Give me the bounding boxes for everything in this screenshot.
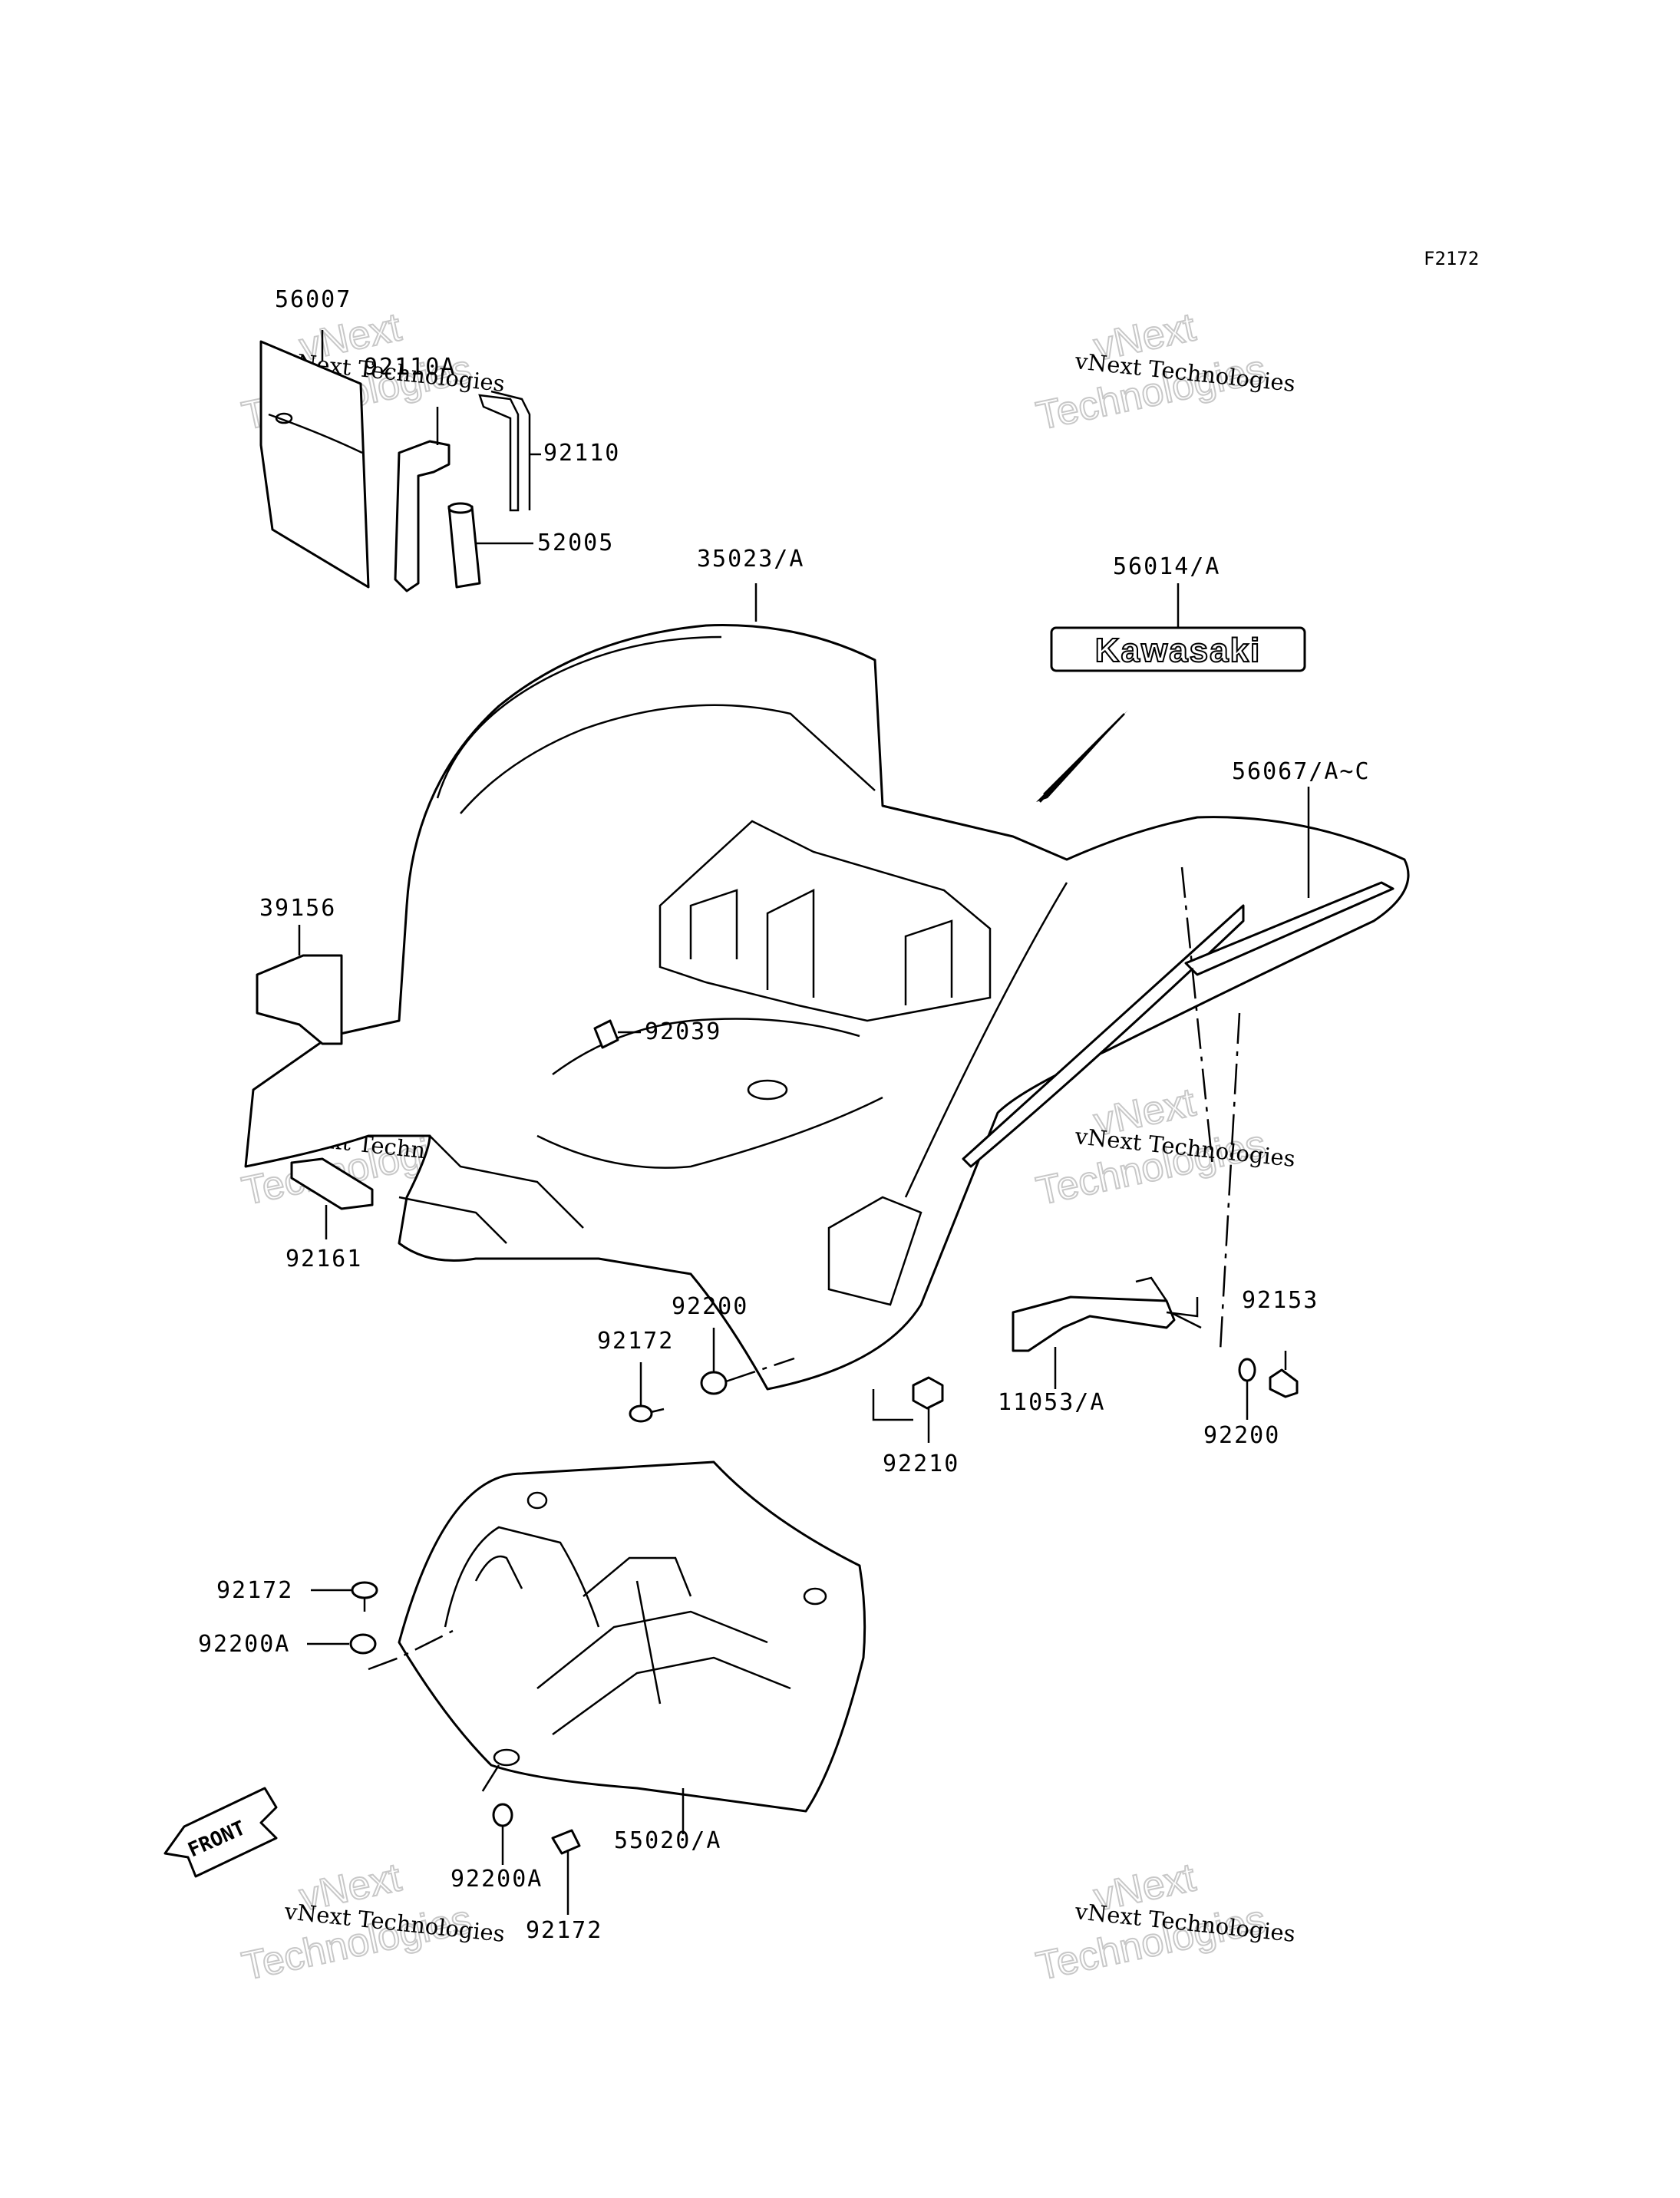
label-92110: 92110 [543, 440, 620, 467]
collar-92200A-left [307, 1629, 454, 1671]
tool-bag-56007 [259, 330, 370, 589]
nut-92210 [872, 1376, 944, 1443]
label-92200A-bottom: 92200A [451, 1866, 543, 1893]
kawasaki-badge-56014: Kawasaki [1036, 583, 1306, 803]
label-92039: 92039 [645, 1018, 721, 1045]
label-92110A: 92110A [364, 354, 456, 381]
collar-92200-mid [700, 1328, 795, 1395]
label-92200-right: 92200 [1203, 1422, 1280, 1449]
collar-92200A-bottom [492, 1803, 513, 1865]
label-56014: 56014/A [1113, 553, 1220, 580]
bolt-92172-mid [629, 1362, 665, 1423]
label-35023: 35023/A [697, 546, 804, 573]
watermark-mid-right: vNext Technologies vNext Technologies [1031, 1079, 1296, 1214]
kawasaki-text: Kawasaki [1095, 632, 1262, 669]
label-92200A-left: 92200A [198, 1631, 290, 1658]
watermark-bottom-right: vNext Technologies vNext Technologies [1031, 1854, 1296, 1989]
label-52005: 52005 [537, 530, 614, 556]
guide-line [1219, 1012, 1241, 1351]
bolt-92172-left [311, 1581, 378, 1612]
pad-39156 [256, 925, 343, 1045]
label-11053: 11053/A [998, 1389, 1105, 1416]
bolt-92172-bottom [551, 1829, 581, 1915]
label-92153: 92153 [1242, 1287, 1319, 1314]
label-92161: 92161 [286, 1246, 362, 1272]
label-39156: 39156 [259, 895, 336, 922]
bracket-11053 [1012, 1276, 1199, 1389]
label-56067: 56067/A~C [1232, 758, 1371, 785]
part-labels: 56007 92110A 92110 52005 35023/A 56014/A… [198, 286, 1371, 1944]
label-92200-mid: 92200 [672, 1293, 748, 1320]
label-92172-left: 92172 [216, 1577, 293, 1604]
watermark-top-right: vNext Technologies vNext Technologies [1031, 304, 1296, 439]
guide-line [1170, 1311, 1202, 1329]
collar-92200-right [1238, 1358, 1256, 1420]
label-92172-bottom: 92172 [526, 1917, 602, 1944]
label-92172-mid: 92172 [597, 1328, 674, 1355]
rear-fender-35023 [244, 583, 1410, 1391]
stripe-decal-56067 [962, 787, 1394, 1168]
wrench-92110A [394, 407, 451, 592]
label-55020: 55020/A [614, 1827, 721, 1854]
label-56007: 56007 [275, 286, 352, 313]
front-arrow: FRONT [163, 1787, 278, 1878]
mud-guard-55020 [398, 1460, 866, 1834]
screw-92039 [593, 1019, 641, 1049]
plug-52005 [447, 502, 533, 589]
wrench-92110 [478, 390, 541, 512]
block-92161 [290, 1157, 374, 1239]
label-92210: 92210 [883, 1450, 959, 1477]
bolt-92153 [1269, 1351, 1299, 1398]
diagram-code: F2172 [1424, 248, 1479, 269]
